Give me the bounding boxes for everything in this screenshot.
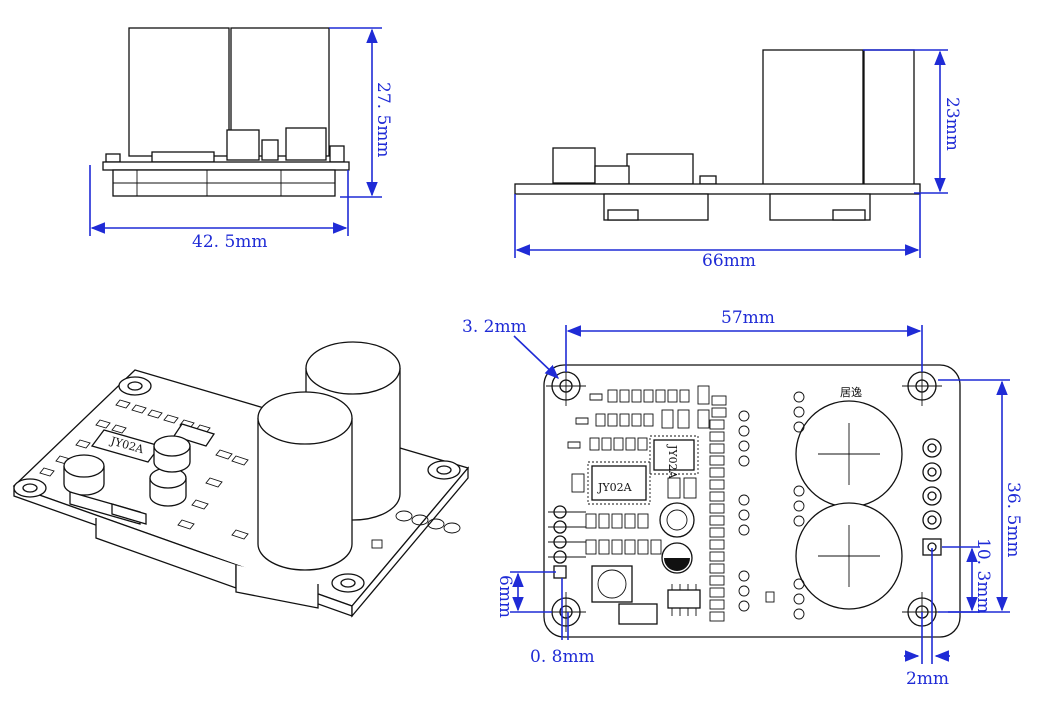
top-chip-marking: JY02A (597, 481, 633, 494)
hole-diameter-label: 3. 2mm (462, 317, 527, 337)
front-height-label: 23mm (942, 97, 962, 151)
top-view: 居逸 (462, 308, 1023, 689)
top-label: 居逸 (840, 386, 862, 399)
front-length-label: 66mm (702, 251, 756, 271)
side-view: 42. 5mm 27. 5mm (89, 27, 393, 252)
left-pin-margin-label: 0. 8mm (530, 647, 595, 667)
side-width-label: 42. 5mm (192, 232, 268, 252)
top-qfn-marking: JY02A (666, 444, 679, 480)
front-view: 66mm 23mm (514, 49, 962, 271)
pin-offset-label: 10. 3mm (973, 538, 993, 614)
hole-spacing-x-label: 57mm (721, 308, 775, 328)
pin-pitch-label: 2mm (906, 669, 949, 689)
left-pin-offset-label: 6mm (495, 575, 515, 618)
hole-spacing-y-label: 36. 5mm (1003, 482, 1023, 558)
isometric-view: JY02A (12, 341, 470, 618)
side-height-label: 27. 5mm (373, 82, 393, 158)
